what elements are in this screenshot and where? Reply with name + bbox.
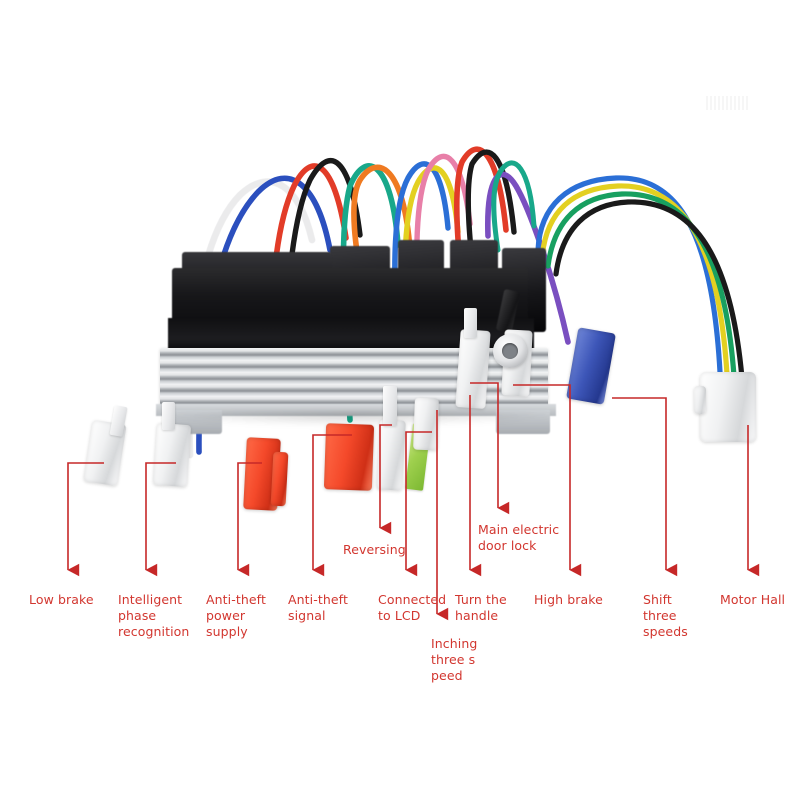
controller-base [156, 404, 556, 416]
label-connected-to-lcd: Connected to LCD [378, 592, 447, 623]
label-anti-theft-signal: Anti-theft signal [288, 592, 348, 623]
label-low-brake: Low brake [29, 592, 94, 607]
leader-high-brake [513, 384, 582, 577]
wire-black-hall [553, 199, 745, 381]
turn-the-handle-pin [464, 308, 477, 338]
controller-shadow [150, 412, 562, 426]
watermark [706, 96, 750, 110]
leader-connected-to-lcd [405, 431, 432, 577]
lcd-connector-pin [383, 386, 397, 426]
wire-yellow-hall [539, 183, 730, 377]
leader-intelligent-phase [145, 462, 176, 577]
label-intelligent-phase-recognition: Intelligent phase recognition [118, 592, 190, 639]
wire-blue-hall [535, 175, 723, 375]
controller-photo [83, 96, 756, 511]
label-motor-hall: Motor Hall [720, 592, 786, 607]
motor-hall-connector [700, 372, 756, 442]
label-main-electric-door-lock: Main electric door lock [478, 522, 560, 553]
mounting-foot-right [496, 410, 550, 434]
wire-green-hall [545, 191, 737, 379]
high-brake-ring-hole [502, 343, 518, 359]
motor-hall-connector-tab [694, 386, 706, 414]
label-anti-theft-power-supply: Anti-theft power supply [206, 592, 266, 639]
label-high-brake: High brake [534, 592, 603, 607]
leader-anti-theft-power [237, 462, 262, 577]
leader-low-brake [67, 462, 104, 577]
intelligent-phase-pin [162, 402, 175, 430]
leader-reversing [379, 424, 392, 535]
label-reversing: Reversing [343, 542, 406, 557]
leader-main-electric-door-lock [470, 382, 510, 515]
wire-purple-center [485, 171, 571, 345]
leader-shift-three-speeds [612, 397, 678, 577]
label-shift-three-speeds: Shift three speeds [643, 592, 688, 639]
wire-teal-center [491, 160, 537, 253]
label-turn-the-handle: Turn the handle [455, 592, 507, 623]
leader-anti-theft-signal [312, 434, 352, 577]
label-inching-three-speed: Inching three s peed [431, 636, 478, 683]
